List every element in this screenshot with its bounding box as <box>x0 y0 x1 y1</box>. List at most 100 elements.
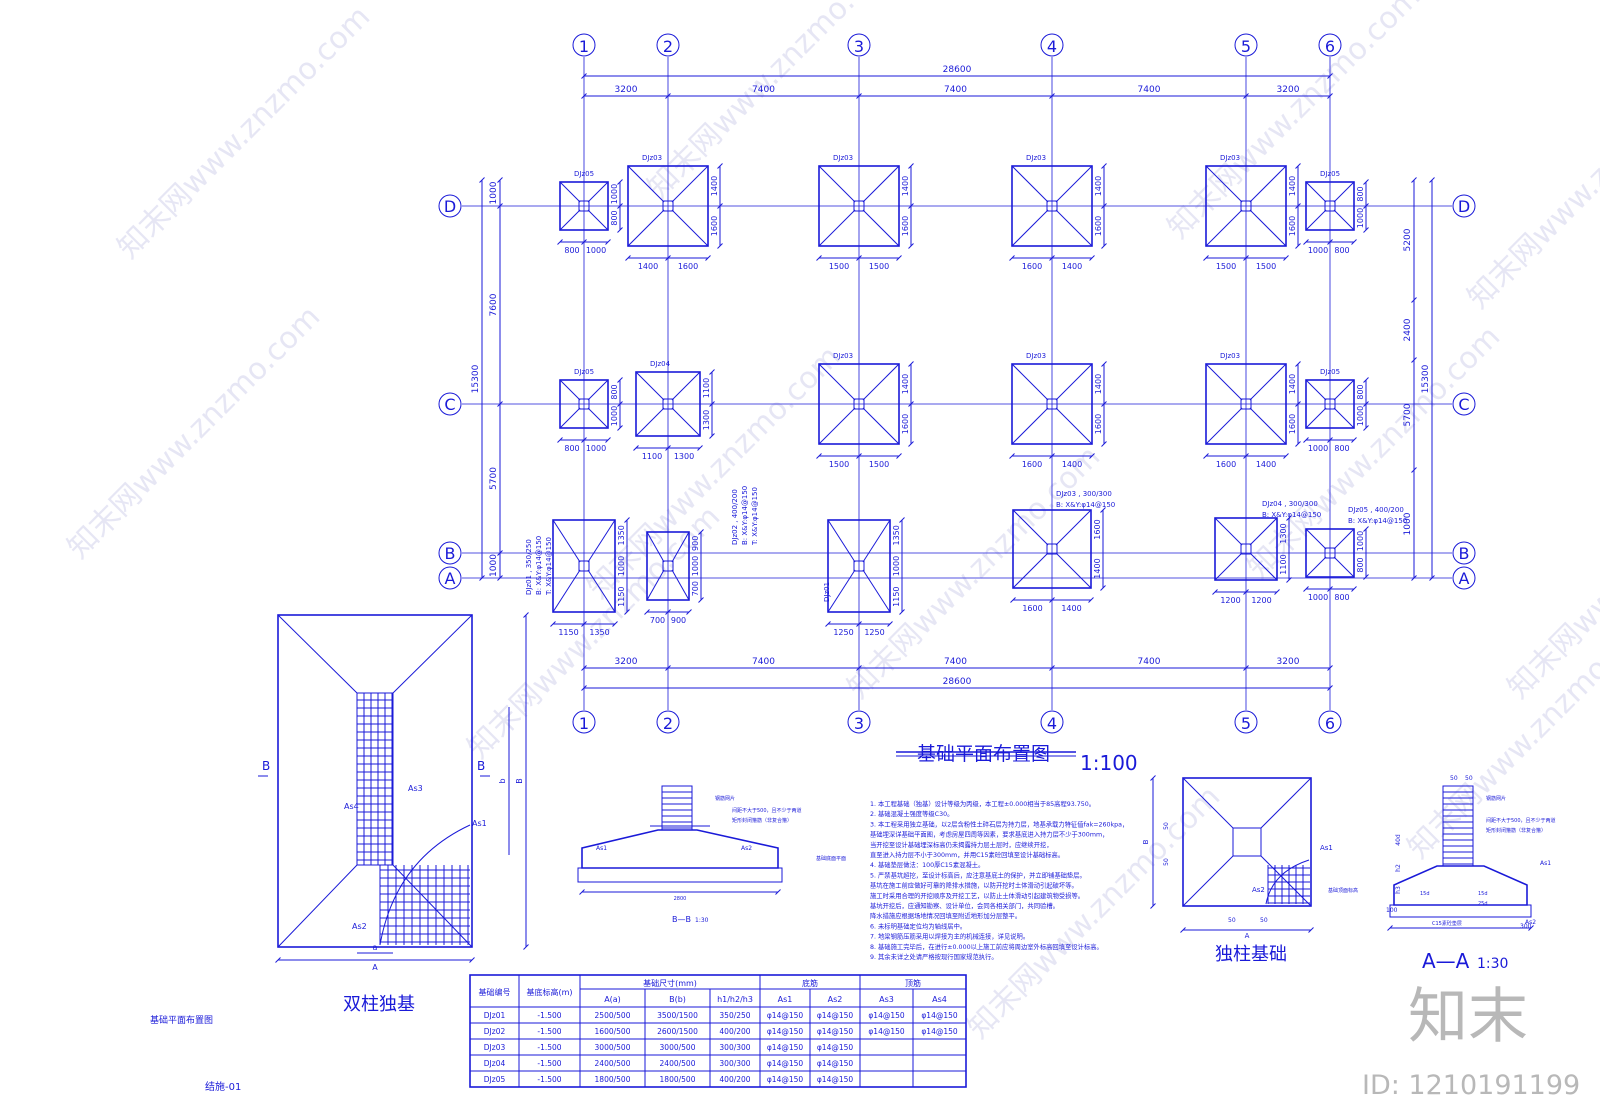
footing-dim: 1200 <box>1220 596 1240 605</box>
dim-tick <box>1295 243 1301 249</box>
axis-label: B <box>1459 544 1470 563</box>
dim-tick <box>665 609 671 615</box>
dim-tick <box>816 453 822 459</box>
table-cell: 2400/500 <box>660 1059 696 1068</box>
footing-dim: 1500 <box>1256 262 1276 271</box>
table-header: As4 <box>932 995 947 1004</box>
dim-100: 100 <box>1386 907 1398 914</box>
footing-dim: 1600 <box>901 216 910 236</box>
dim-tick <box>624 517 630 523</box>
axis-bubble <box>438 392 462 416</box>
table-cell: DJz01 <box>484 1011 506 1020</box>
dim-tick <box>557 437 563 443</box>
footing-dim: 1500 <box>869 262 889 271</box>
table-cell: 2600/1500 <box>657 1027 698 1036</box>
callout-djz02: DJz02 , 400/200 <box>731 489 739 545</box>
dim-total: 15300 <box>1421 364 1431 393</box>
callout-djz01-short: DJz01 <box>823 582 831 602</box>
dim-tick <box>1303 437 1309 443</box>
section-bb-scale: 1:30 <box>695 917 709 924</box>
footing-dim: 1300 <box>702 410 711 430</box>
footing-djz03 <box>1011 363 1093 445</box>
rebar-arc <box>379 824 471 946</box>
dim-tick <box>1274 589 1280 595</box>
dim-tick <box>1351 239 1357 245</box>
dim-tick <box>1363 425 1369 431</box>
footing-label: DJz05 <box>1320 368 1340 376</box>
footing-dim: 1350 <box>589 628 609 637</box>
dim-tick <box>717 243 723 249</box>
table-header: As3 <box>879 995 894 1004</box>
dim-tick <box>825 621 831 627</box>
rebar-arc <box>1265 859 1310 905</box>
table-header: A(a) <box>604 995 621 1004</box>
axis-bubble <box>438 541 462 565</box>
footing-djz05 <box>559 379 609 429</box>
footing-dim: 1400 <box>901 374 910 394</box>
table-group-header: 底筋 <box>802 978 818 988</box>
dim-tick <box>1327 239 1333 245</box>
dim-span: 1000 <box>489 554 499 577</box>
footing-outline <box>1214 517 1278 581</box>
note-line: 降水措施应根据场地情况回填至附近地形加分层整平。 <box>870 911 1021 920</box>
footing-bottom-row <box>1214 517 1278 581</box>
axis-bubble <box>847 710 871 734</box>
dim-tick <box>1101 441 1107 447</box>
dim-tick <box>665 445 671 451</box>
dim-25d: 25d <box>1478 901 1488 907</box>
dim-tick <box>908 243 914 249</box>
footing-dim: 1600 <box>1022 262 1042 271</box>
dim-tick <box>617 377 623 383</box>
footing-dim: 1000 <box>1308 444 1328 453</box>
column-section <box>1240 200 1252 212</box>
footing-dim: 1400 <box>901 176 910 196</box>
footing-dim: 1400 <box>1093 558 1102 578</box>
axis-label: 2 <box>663 714 673 733</box>
dim-tick <box>698 597 704 603</box>
footing-dim: 1400 <box>1094 374 1103 394</box>
footing-djz03 <box>1205 165 1287 247</box>
dim-tick <box>1101 361 1107 367</box>
axis-bubble <box>1040 710 1064 734</box>
footing-dim: 1400 <box>1094 176 1103 196</box>
dim-span: 3200 <box>1277 85 1300 95</box>
note-line: 当开挖至设计基础埋深标高仍未揭露持力层土层时，应继续开挖， <box>870 840 1053 849</box>
footing-dim: 800 <box>610 210 619 225</box>
footing-dim: 1600 <box>710 216 719 236</box>
table-cell: φ14@150 <box>868 1011 905 1020</box>
axis-bubble <box>1234 710 1258 734</box>
dim-50: 50 <box>1228 917 1236 924</box>
footing-djz03 <box>627 165 709 247</box>
section-aa-scale: 1:30 <box>1477 956 1508 972</box>
axis-label: B <box>445 544 456 563</box>
footing-dim: 1000 <box>1356 406 1365 426</box>
axis-label: 3 <box>854 714 864 733</box>
dim-width: 2800 <box>674 896 687 902</box>
footing-dim: 1000 <box>1308 246 1328 255</box>
label-as3: As3 <box>408 784 423 793</box>
label-mesh: 钢筋网片 <box>715 795 735 802</box>
dim-tick <box>1303 586 1309 592</box>
note-line: 基础埋深详基础平面图，考虑房屋四周等因素，要求基底进入持力层不少于300mm， <box>870 830 1108 839</box>
footing-outline <box>559 379 609 429</box>
footing-dim: 1500 <box>869 460 889 469</box>
dim-tick <box>581 73 587 79</box>
footing-dim: 1600 <box>1216 460 1236 469</box>
axis-bubble <box>572 710 596 734</box>
table-cell: 2400/500 <box>595 1059 631 1068</box>
footing-outline <box>646 531 690 601</box>
dim-tick <box>1411 575 1417 581</box>
dim-tick <box>1101 203 1107 209</box>
dim-tick <box>1101 243 1107 249</box>
dim-tick <box>1049 255 1055 261</box>
label-as2: As2 <box>1252 886 1265 894</box>
dim-tick <box>633 445 639 451</box>
dim-a: A <box>1245 932 1250 940</box>
dim-total: 28600 <box>943 65 972 75</box>
footing-dim: 800 <box>1334 246 1349 255</box>
dim-tick <box>497 550 503 556</box>
table-cell: φ14@150 <box>868 1027 905 1036</box>
dim-tick <box>1049 453 1055 459</box>
